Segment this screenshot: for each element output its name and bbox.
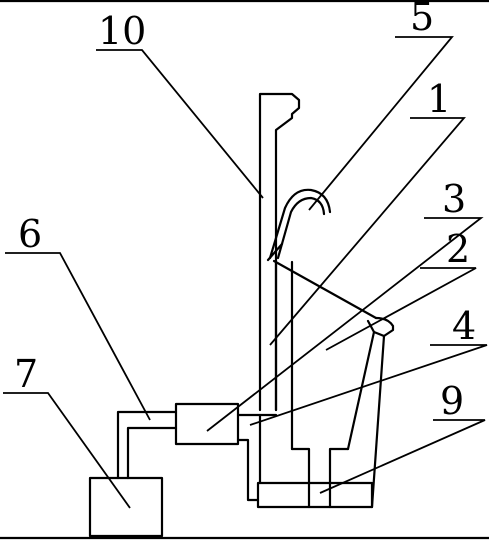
bottom-block-9 <box>256 481 374 509</box>
label-2: 2 <box>446 227 470 271</box>
base-housing-4 <box>236 413 262 502</box>
leader-lines <box>3 36 488 509</box>
label-7: 7 <box>14 352 38 396</box>
label-6: 6 <box>18 212 42 256</box>
backboard-10 <box>258 92 301 417</box>
label-1: 1 <box>427 77 451 121</box>
reservoir-7 <box>88 476 164 538</box>
inner-duct-1 <box>274 260 294 451</box>
label-10: 10 <box>98 9 146 53</box>
pump-box-3 <box>174 402 240 446</box>
hook-5 <box>266 188 332 262</box>
label-5: 5 <box>410 0 434 39</box>
label-9: 9 <box>440 379 464 423</box>
label-4: 4 <box>452 304 476 348</box>
label-3: 3 <box>442 177 466 221</box>
tank-body-2 <box>272 259 395 509</box>
pipe-6 <box>116 410 178 480</box>
